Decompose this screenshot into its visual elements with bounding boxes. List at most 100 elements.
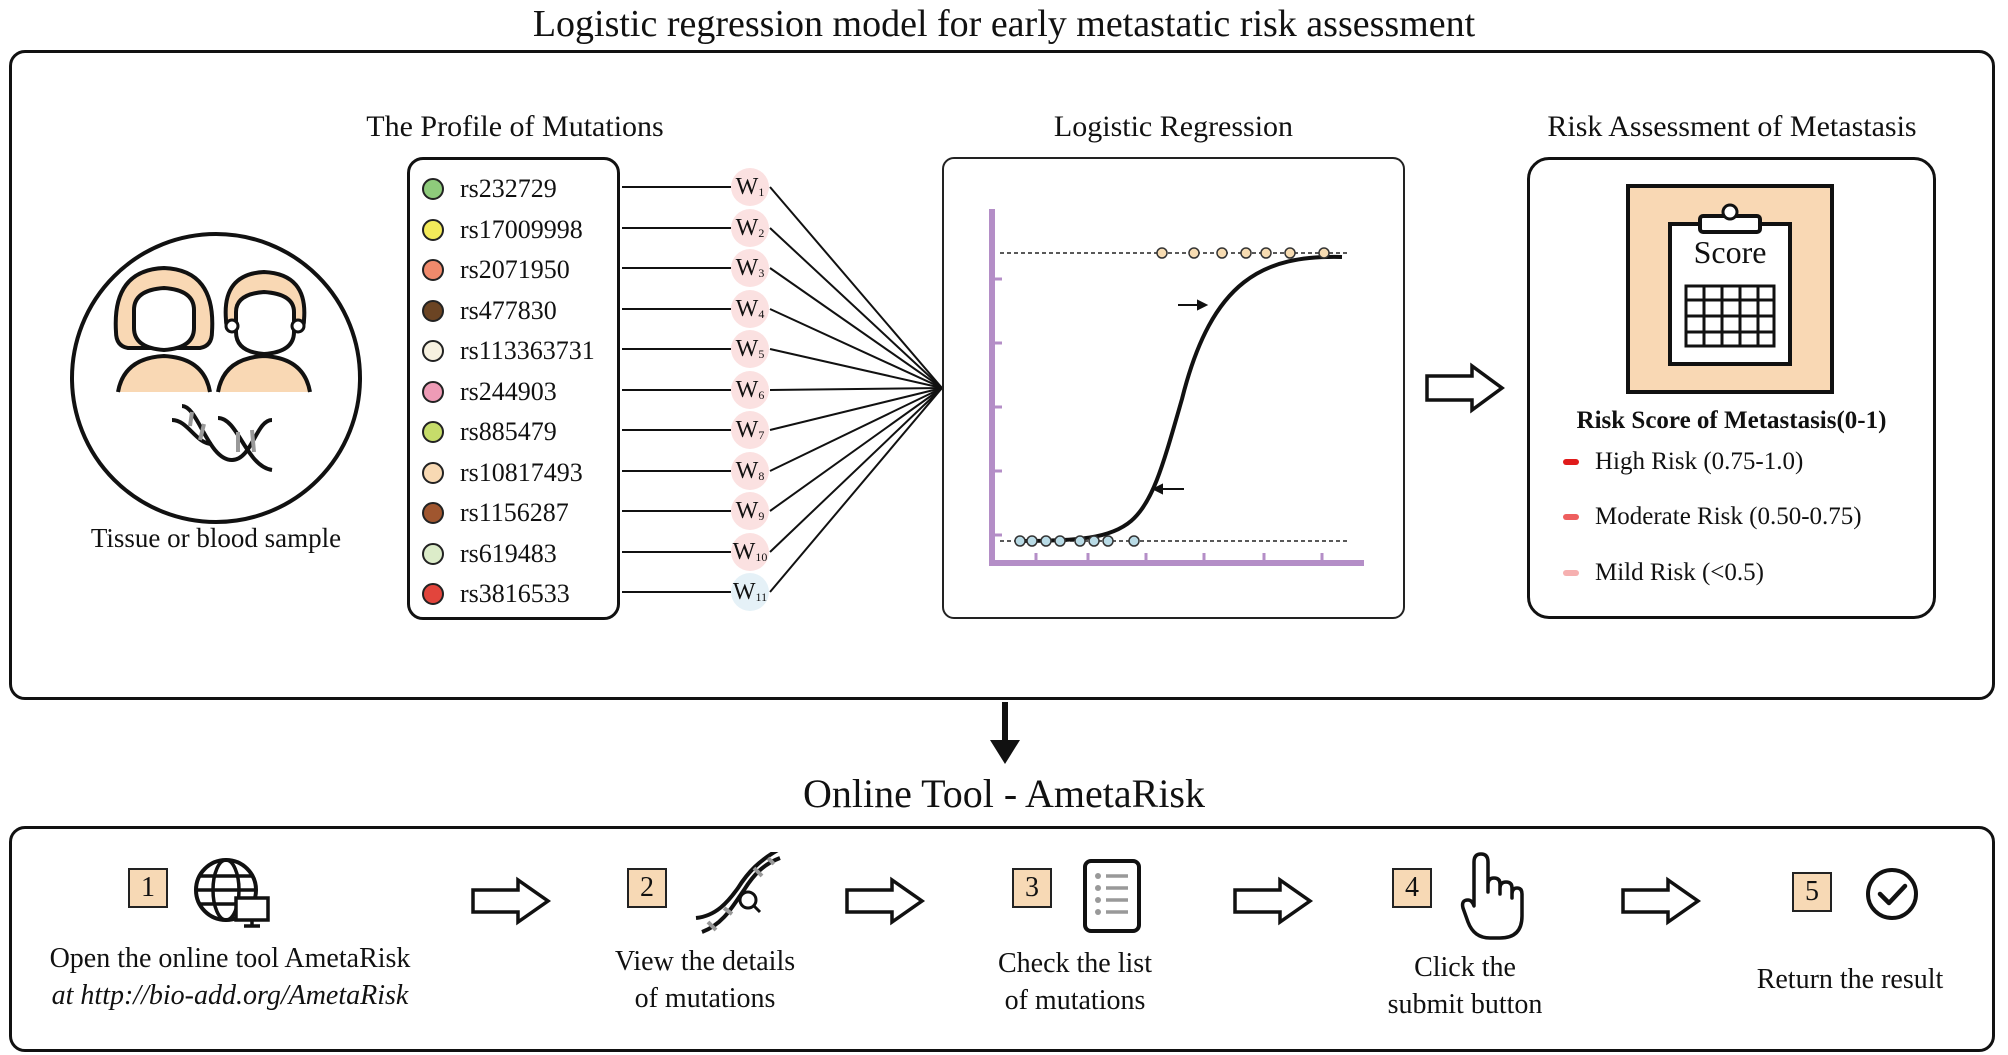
legend-label: High Risk (0.75-1.0): [1595, 448, 1804, 475]
mutation-list: rs232729 rs17009998 rs2071950 rs477830 r…: [407, 157, 620, 620]
mutation-row: rs10817493: [422, 455, 583, 491]
weight-node: W5: [731, 330, 769, 368]
step-label-line1: Check the list: [998, 948, 1152, 979]
mutation-dot: [422, 219, 444, 241]
mutation-id: rs244903: [460, 377, 557, 406]
mutation-id: rs885479: [460, 417, 557, 446]
weight-letter: W: [735, 336, 759, 362]
step-label-line1: Open the online tool AmetaRisk: [49, 943, 411, 974]
clipboard-label: Score: [1693, 234, 1767, 270]
weight-index: 8: [758, 469, 765, 483]
upper-points: [1156, 247, 1330, 259]
weight-index: 9: [758, 509, 765, 523]
weight-letter: W: [735, 417, 759, 443]
step-label-line2: submit button: [1387, 989, 1543, 1020]
legend-swatch: [1563, 570, 1579, 576]
weight-letter: W: [735, 215, 759, 241]
online-tool-panel: [9, 826, 1995, 1052]
mutation-id: rs10817493: [460, 458, 583, 487]
mutation-id: rs619483: [460, 539, 557, 568]
weight-node: W11: [731, 573, 769, 611]
weight-index: 6: [758, 388, 765, 402]
legend-swatch: [1563, 459, 1579, 465]
score-clipboard-icon: [1626, 184, 1834, 394]
step-number: 2: [627, 868, 667, 908]
weight-index: 7: [758, 428, 765, 442]
online-tool-title: Online Tool - AmetaRisk: [803, 771, 1205, 816]
hollow-arrow-icon: [1621, 876, 1702, 926]
step-number: 3: [1012, 868, 1052, 908]
weight-node: W4: [731, 290, 769, 328]
mutation-id: rs17009998: [460, 215, 583, 244]
mutation-id: rs2071950: [460, 255, 570, 284]
step-label-line2: of mutations: [634, 983, 776, 1014]
mutation-dot: [422, 300, 444, 322]
weight-index: 11: [755, 590, 768, 604]
mutations-title: The Profile of Mutations: [366, 110, 664, 143]
down-arrow-icon: [990, 702, 1020, 764]
mutation-row: rs477830: [422, 293, 557, 329]
weight-letter: W: [732, 579, 756, 605]
mutation-row: rs1156287: [422, 495, 569, 531]
mutation-dot: [422, 583, 444, 605]
logistic-title: Logistic Regression: [1053, 110, 1294, 143]
mutation-dot: [422, 259, 444, 281]
weight-index: 5: [758, 347, 765, 361]
weight-node: W2: [731, 209, 769, 247]
legend-label: Mild Risk (<0.5): [1595, 559, 1764, 586]
risk-panel: [1527, 157, 1936, 619]
lower-points: [1014, 535, 1140, 547]
weight-letter: W: [735, 377, 759, 403]
hollow-arrow-icon: [845, 876, 926, 926]
weight-node: W8: [731, 452, 769, 490]
mutation-dot: [422, 502, 444, 524]
curve-arrows: [1151, 299, 1209, 495]
sigmoid-curve: [1015, 254, 1343, 543]
step-label-line1: Return the result: [1756, 964, 1944, 995]
weight-letter: W: [735, 498, 759, 524]
logistic-plot-box: [942, 157, 1405, 619]
weight-letter: W: [735, 255, 759, 281]
weight-index: 3: [758, 266, 765, 280]
step-label-line2: at http://bio-add.org/AmetaRisk: [51, 980, 409, 1011]
list-icon: [1083, 859, 1141, 933]
risk-score-title: Risk Score of Metastasis(0-1): [1576, 407, 1887, 434]
mutation-id: rs232729: [460, 174, 557, 203]
weight-node: W10: [731, 533, 769, 571]
globe-monitor-icon: [194, 858, 270, 928]
step-label-line1: View the details: [614, 946, 796, 977]
weight-letter: W: [735, 174, 759, 200]
weight-letter: W: [735, 296, 759, 322]
pointer-hand-icon: [1460, 852, 1524, 940]
step-number: 4: [1392, 868, 1432, 908]
legend-item-mild: Mild Risk (<0.5): [1563, 559, 1764, 587]
weight-node: W6: [731, 371, 769, 409]
weight-letter: W: [735, 458, 759, 484]
step-label-line2: of mutations: [1004, 985, 1146, 1016]
mutation-row: rs619483: [422, 536, 557, 572]
sample-label: Tissue or blood sample: [90, 523, 342, 553]
mutation-dot: [422, 381, 444, 403]
hollow-arrow-icon: [1233, 876, 1314, 926]
dna-search-icon: [695, 852, 781, 934]
mutation-row: rs113363731: [422, 333, 595, 369]
mutation-id: rs1156287: [460, 498, 569, 527]
weight-index: 4: [758, 307, 765, 321]
mutation-row: rs885479: [422, 414, 557, 450]
step-label-line1: Click the: [1414, 952, 1516, 983]
mutation-row: rs244903: [422, 374, 557, 410]
dna-icon: [171, 404, 273, 472]
weight-index: 1: [758, 185, 765, 199]
weight-index: 10: [755, 550, 768, 564]
mutation-dot: [422, 462, 444, 484]
check-circle-icon: [1866, 868, 1918, 920]
legend-item-high: High Risk (0.75-1.0): [1563, 448, 1803, 476]
weight-node: W7: [731, 411, 769, 449]
weight-node: W3: [731, 249, 769, 287]
mutation-dot: [422, 340, 444, 362]
mutation-id: rs113363731: [460, 336, 595, 365]
mutation-dot: [422, 178, 444, 200]
risk-title: Risk Assessment of Metastasis: [1547, 110, 1917, 143]
mutation-dot: [422, 543, 444, 565]
mutation-row: rs3816533: [422, 576, 570, 612]
